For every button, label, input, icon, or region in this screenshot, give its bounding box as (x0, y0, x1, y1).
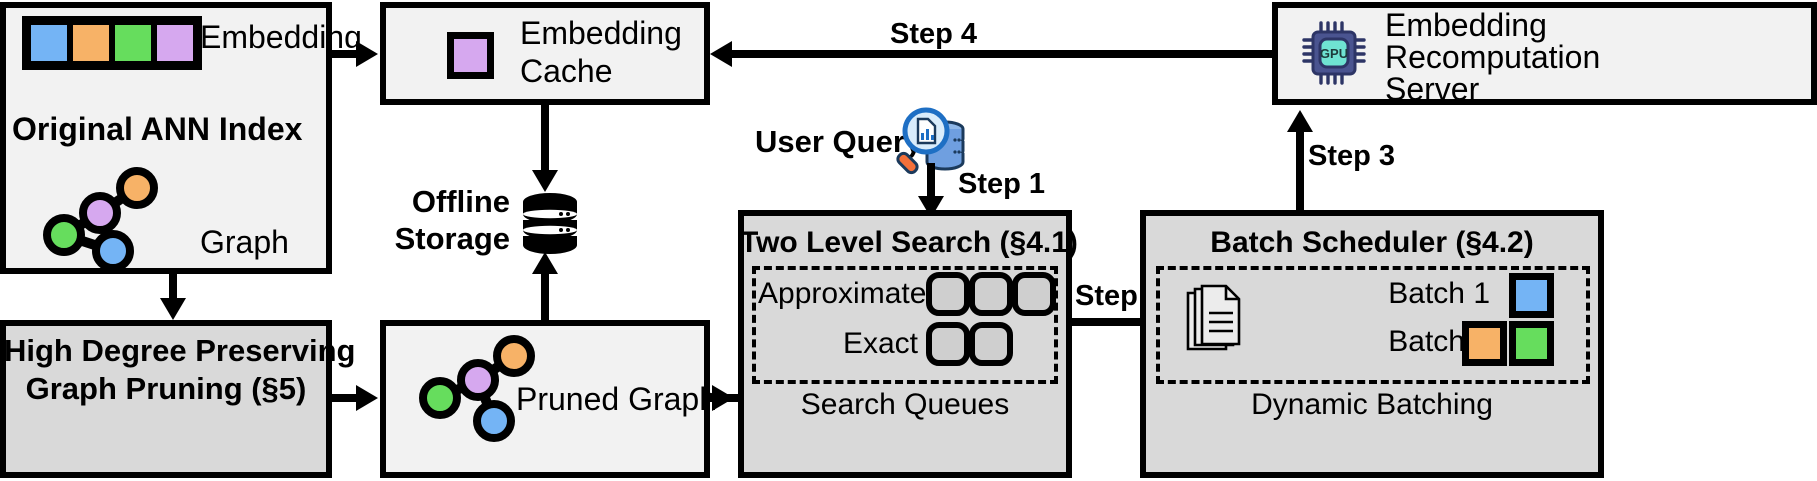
batch-2-chip-orange (1462, 321, 1507, 366)
user-query-label: User Query (755, 124, 923, 159)
batch-label-1: Batch 1 (1388, 277, 1490, 310)
original-ann-index-title: Original ANN Index (12, 111, 303, 147)
search-queue-slot-exact-1 (926, 322, 970, 366)
search-queue-slot-exact-2 (969, 322, 1013, 366)
recomputation-server-line1: Embedding (1385, 7, 1547, 43)
search-queues-footer: Search Queues (800, 388, 1010, 421)
recomputation-server-line2: Recomputation (1385, 39, 1601, 75)
arrow-pruned-to-search-head (712, 385, 734, 411)
arrow-index-to-pruning-line (169, 274, 177, 300)
gpu-chip-icon-text: GPU (1320, 46, 1348, 61)
arrow-index-to-cache-head (356, 41, 378, 67)
step4-label: Step 4 (890, 18, 978, 50)
embedding-cache-title-line2: Cache (520, 53, 613, 89)
batch-2-chip-green (1509, 321, 1554, 366)
arrow-pruned-to-storage-head (532, 252, 558, 274)
search-queue-slot-approx-1 (926, 272, 970, 316)
batch-scheduler-title: Batch Scheduler (§4.2) (1210, 226, 1534, 259)
search-row-label-exact: Exact (842, 327, 918, 360)
offline-storage-label-line1: Offline (411, 184, 510, 219)
arrow-pruned-to-storage-line (541, 272, 549, 322)
embedding-cell-purple (154, 22, 196, 64)
arrow-step3-line (1296, 130, 1304, 212)
graph-pruning-title-line1: High Degree Preserving (4, 333, 356, 368)
documents-stack-icon (1184, 284, 1246, 357)
arrow-index-to-pruning-head (160, 298, 186, 320)
step1-label: Step 1 (958, 168, 1046, 200)
embedding-cell-orange (70, 22, 112, 64)
embedding-cache-box (380, 2, 710, 105)
two-level-search-box (738, 210, 1072, 478)
embedding-cell-blue (28, 22, 70, 64)
original-graph-glyph (34, 167, 164, 272)
embedding-cache-chip-icon (447, 32, 494, 79)
offline-storage-label-line2: Storage (394, 221, 510, 256)
arrow-pruning-to-pruned-head (356, 385, 378, 411)
search-queues-panel (752, 266, 1058, 384)
query-magnifier-database-icon (896, 105, 970, 175)
embedding-vector-strip (22, 16, 202, 70)
gpu-chip-icon: GPU (1302, 21, 1366, 85)
graph-label: Graph (200, 224, 289, 260)
dynamic-batching-panel (1156, 266, 1590, 384)
search-row-label-approximate: Approximate (758, 277, 927, 310)
arrow-cache-to-storage-head (532, 170, 558, 192)
two-level-search-title: Two Level Search (§4.1) (740, 226, 1078, 259)
arrow-step3-head (1287, 110, 1313, 132)
arrow-index-to-cache-line (332, 50, 360, 58)
pruned-graph-glyph (410, 335, 540, 443)
dynamic-batching-footer: Dynamic Batching (1251, 388, 1493, 421)
batch-label-2: Batch 2 (1388, 325, 1490, 358)
step3-label: Step 3 (1308, 140, 1396, 172)
database-icon (521, 192, 579, 254)
recomputation-server-line3: Server (1385, 71, 1480, 107)
arrow-step4-line (730, 50, 1275, 58)
arrow-step4-head (710, 41, 732, 67)
search-queue-slot-approx-2 (969, 272, 1013, 316)
arrow-cache-to-storage-line (541, 105, 549, 173)
pruned-graph-label: Pruned Graph (516, 381, 718, 417)
batch-1-chip-blue (1509, 273, 1554, 318)
arrow-pruning-to-pruned-line (332, 394, 360, 402)
graph-pruning-title-line2: Graph Pruning (§5) (25, 371, 307, 406)
arrow-step1-line (927, 163, 935, 203)
embedding-cell-green (112, 22, 154, 64)
graph-pruning-box (0, 320, 332, 478)
embedding-cache-title-line1: Embedding (520, 15, 682, 51)
search-queue-slot-approx-3 (1012, 272, 1056, 316)
embedding-label: Embedding (200, 19, 362, 55)
arrow-step2-line (1072, 318, 1148, 326)
